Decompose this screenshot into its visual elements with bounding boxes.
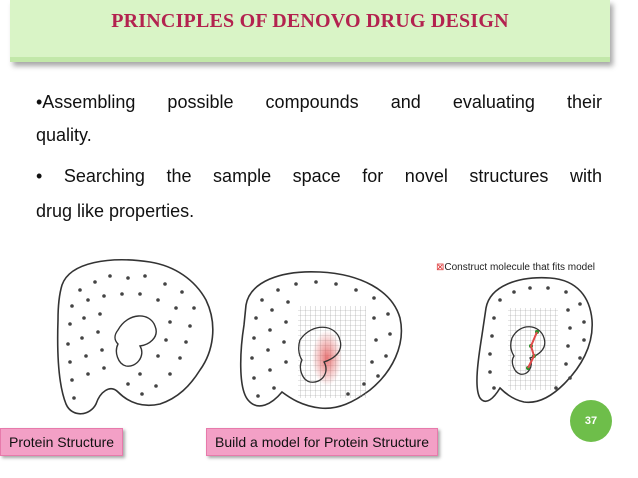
checkbox-icon: ⊠	[436, 262, 445, 273]
bullet-1-line-1: •Assembling possible compounds and evalu…	[36, 92, 602, 112]
slide-edge	[628, 0, 638, 478]
figure-caption-text: Construct molecule that fits model	[444, 262, 596, 273]
dots	[66, 274, 586, 400]
protein-structure-diagram	[56, 259, 214, 415]
protein-structure-label: Protein Structure	[0, 428, 124, 456]
build-model-label: Build a model for Protein Structure	[206, 428, 438, 456]
slide-title: PRINCIPLES OF DENOVO DRUG DESIGN	[111, 10, 509, 32]
page-number-badge: 37	[570, 400, 612, 442]
bullet-1-line-2: quality.	[36, 125, 92, 145]
bullet-2-line-1: • Searching the sample space for novel s…	[36, 166, 602, 186]
construct-molecule-diagram	[476, 276, 593, 404]
bullet-2-line-2: drug like properties.	[36, 201, 195, 221]
build-model-diagram	[239, 271, 403, 410]
title-bar: PRINCIPLES OF DENOVO DRUG DESIGN	[10, 0, 610, 62]
figure-caption: ⊠Construct molecule that fits model	[436, 262, 595, 273]
